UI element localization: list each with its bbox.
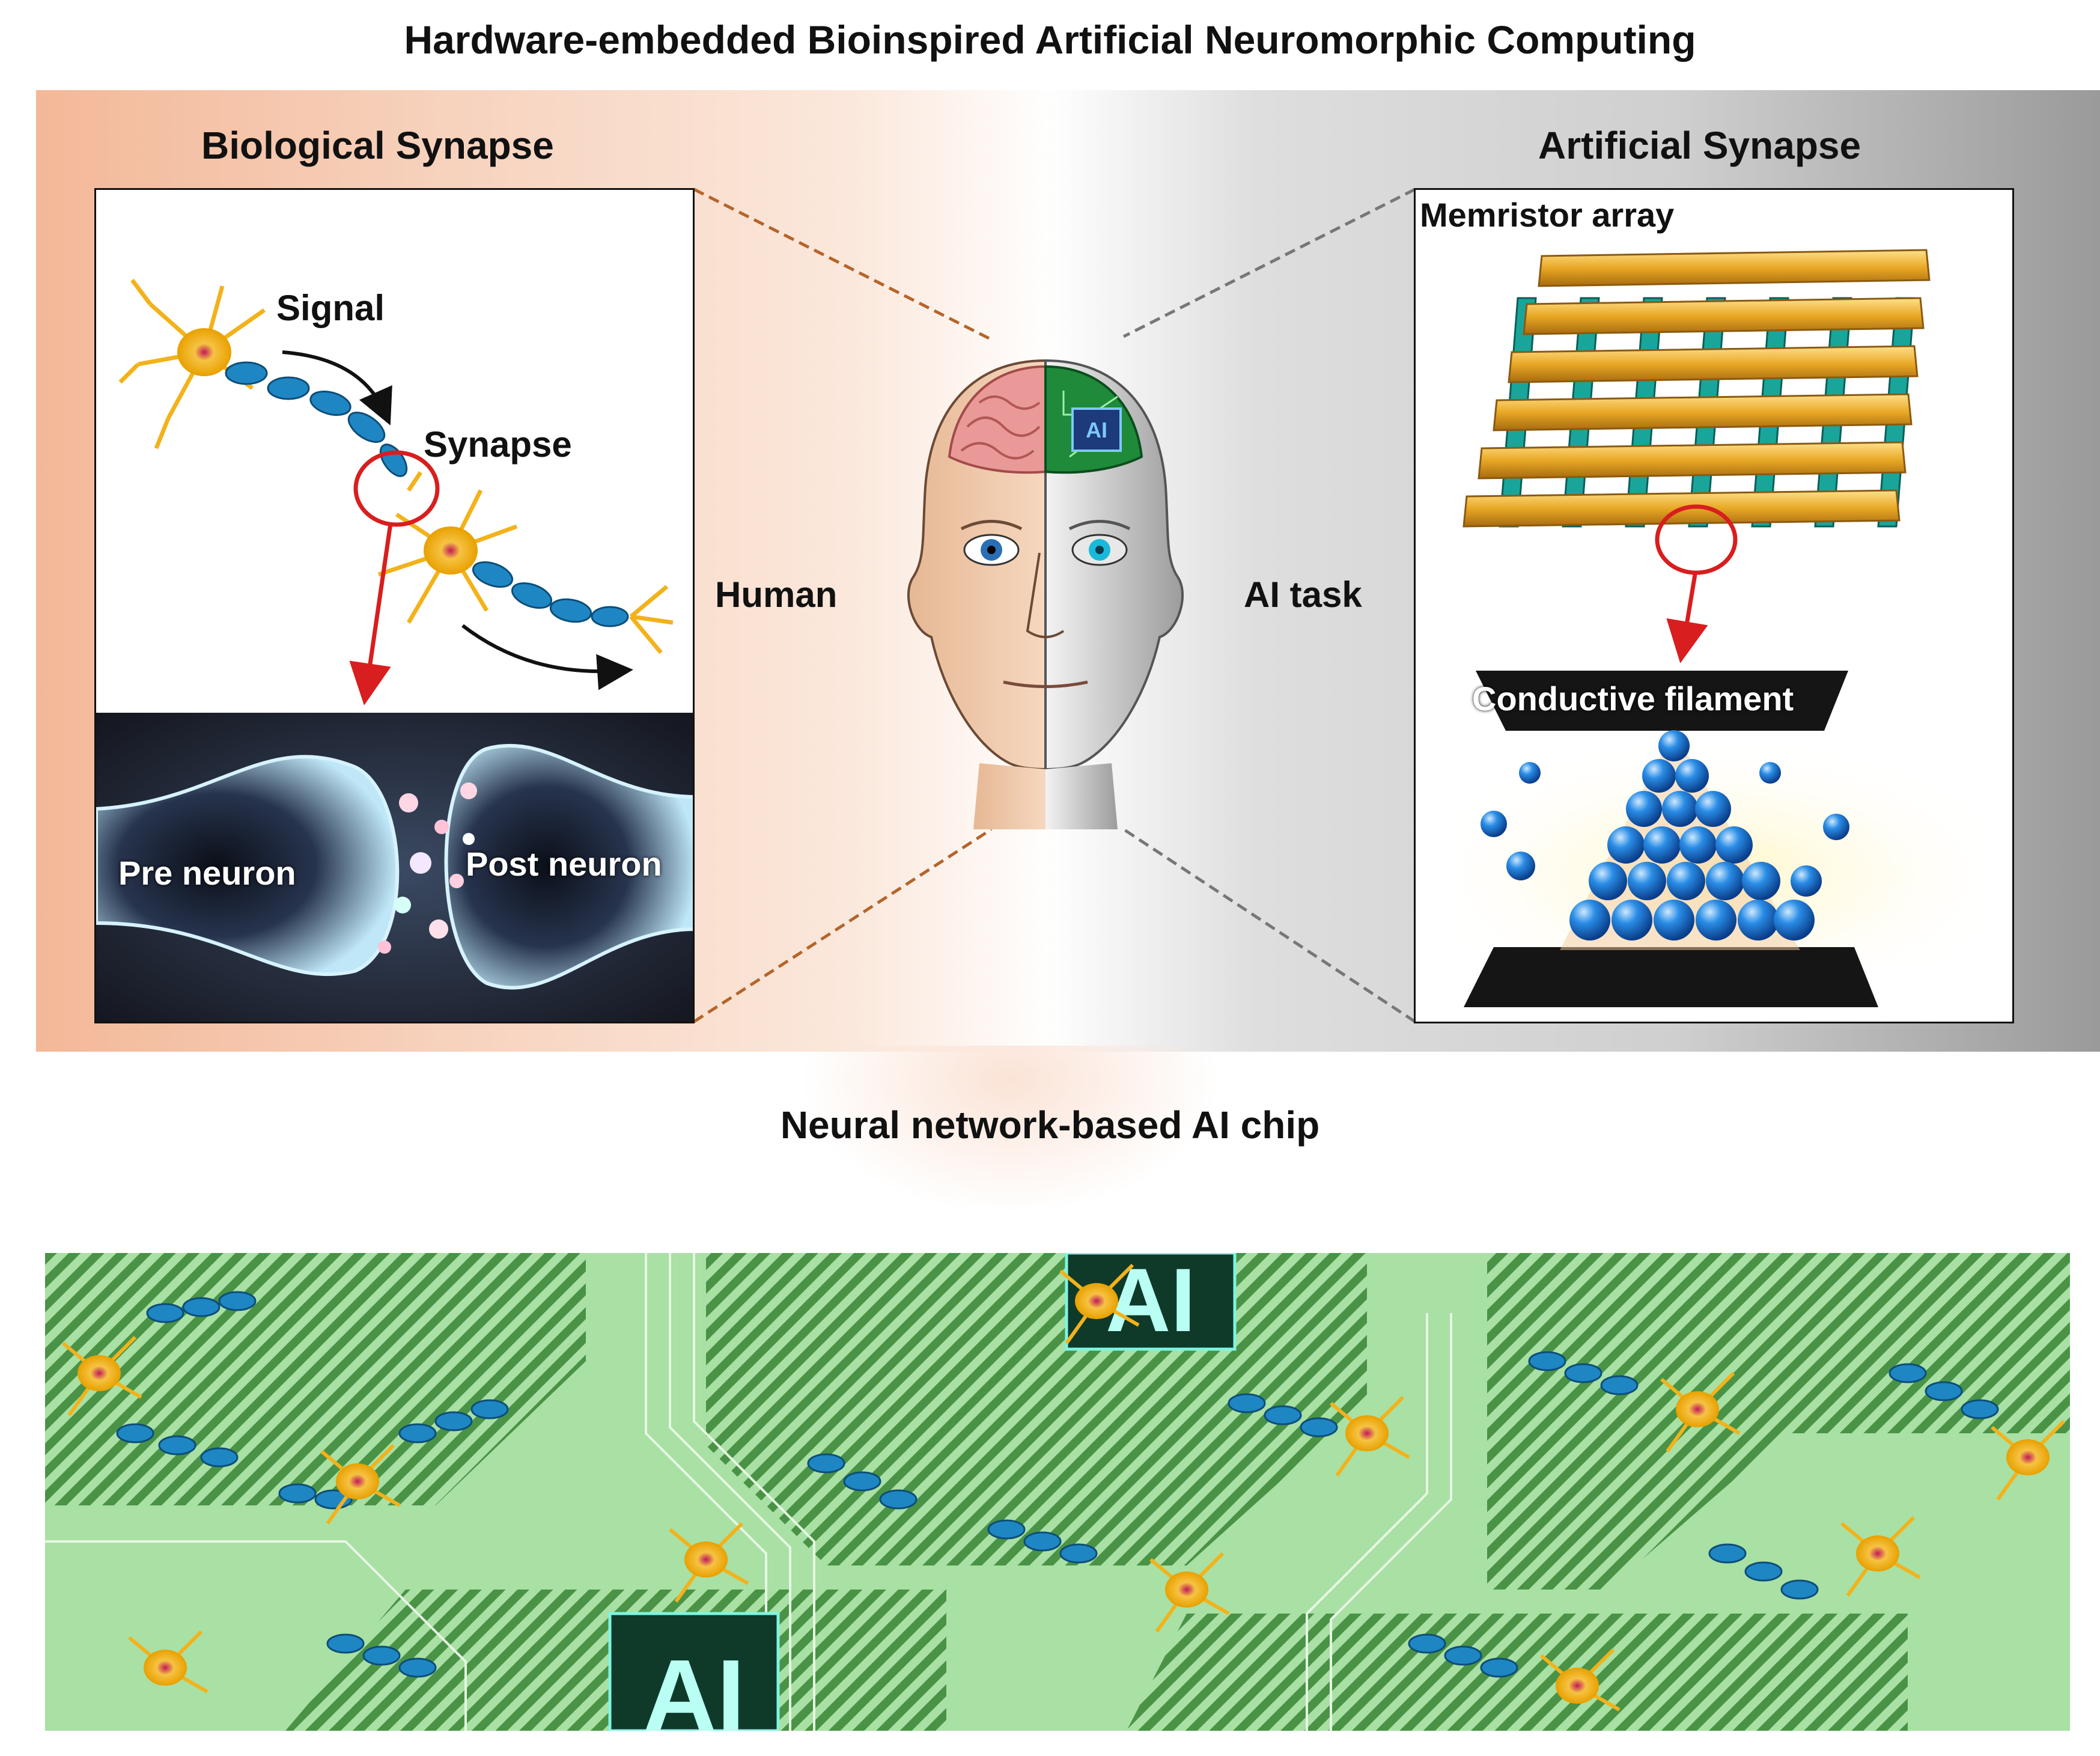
conductive-filament [1569, 730, 1815, 940]
neural-chip-illustration: AI AI [45, 1253, 2070, 1731]
neuron-2-soma [424, 526, 478, 575]
artificial-synapse-heading: Artificial Synapse [1538, 124, 1861, 167]
funnel-glow [799, 1046, 1220, 1214]
biological-synapse-box [94, 188, 695, 1023]
human-label: Human [715, 575, 838, 615]
synapse-highlight-circle [353, 450, 440, 527]
neuron-illustration [96, 278, 693, 1022]
ai-task-label: AI task [1244, 575, 1362, 615]
brain-icon [948, 365, 1047, 474]
connector-art-bottom [1122, 828, 1416, 1023]
signal-label: Signal [276, 288, 385, 328]
synapse-label: Synapse [424, 424, 572, 465]
post-neuron-terminal [444, 743, 693, 990]
top-electrodes [1462, 249, 1931, 528]
connector-bio-bottom [693, 828, 993, 1023]
conductive-filament-label: Conductive filament [1472, 680, 1794, 718]
zoom-arrow [349, 523, 393, 706]
connector-bio-top [693, 187, 993, 341]
top-electrode-block [1476, 671, 1848, 731]
memristor-illustration [1452, 249, 1980, 1007]
bottom-electrode-block [1464, 947, 1878, 1007]
memristor-array-label: Memristor array [1420, 196, 1675, 234]
ai-chip-icon [1071, 407, 1122, 452]
neuron-1-soma [177, 328, 231, 376]
figure-title: Hardware-embedded Bioinspired Artificial… [404, 17, 1696, 62]
bottom-ai-chip [608, 1612, 780, 1731]
signal-arrow-1 [282, 350, 392, 425]
post-neuron-label: Post neuron [466, 845, 662, 883]
biological-synapse-heading: Biological Synapse [201, 124, 554, 167]
connector-art-top [1122, 187, 1416, 338]
axon-2 [472, 561, 629, 627]
mouth [1003, 680, 1088, 688]
cell-highlight-circle [1655, 504, 1738, 575]
zoom-arrow [1666, 574, 1708, 663]
artificial-synapse-box [1414, 188, 2014, 1023]
pre-neuron-label: Pre neuron [118, 854, 296, 892]
pre-neuron-terminal [96, 755, 400, 977]
network-somas [78, 1283, 2050, 1704]
nose [1026, 552, 1065, 638]
brain-folds [960, 395, 1041, 460]
axon-network [116, 1291, 1999, 1678]
axon-2-terminal [629, 585, 674, 654]
axon-1 [225, 361, 408, 477]
neurotransmitter-vesicles [378, 782, 477, 954]
signal-arrow-2 [461, 624, 633, 691]
head-chip-badge: AI [1086, 418, 1107, 442]
top-chip-badge: AI [1106, 1253, 1196, 1350]
ai-chip-heading: Neural network-based AI chip [780, 1103, 1320, 1147]
free-ions [1481, 762, 1849, 897]
human-ai-head: AI [907, 359, 1184, 829]
bottom-chip-badge: AI [643, 1639, 745, 1731]
